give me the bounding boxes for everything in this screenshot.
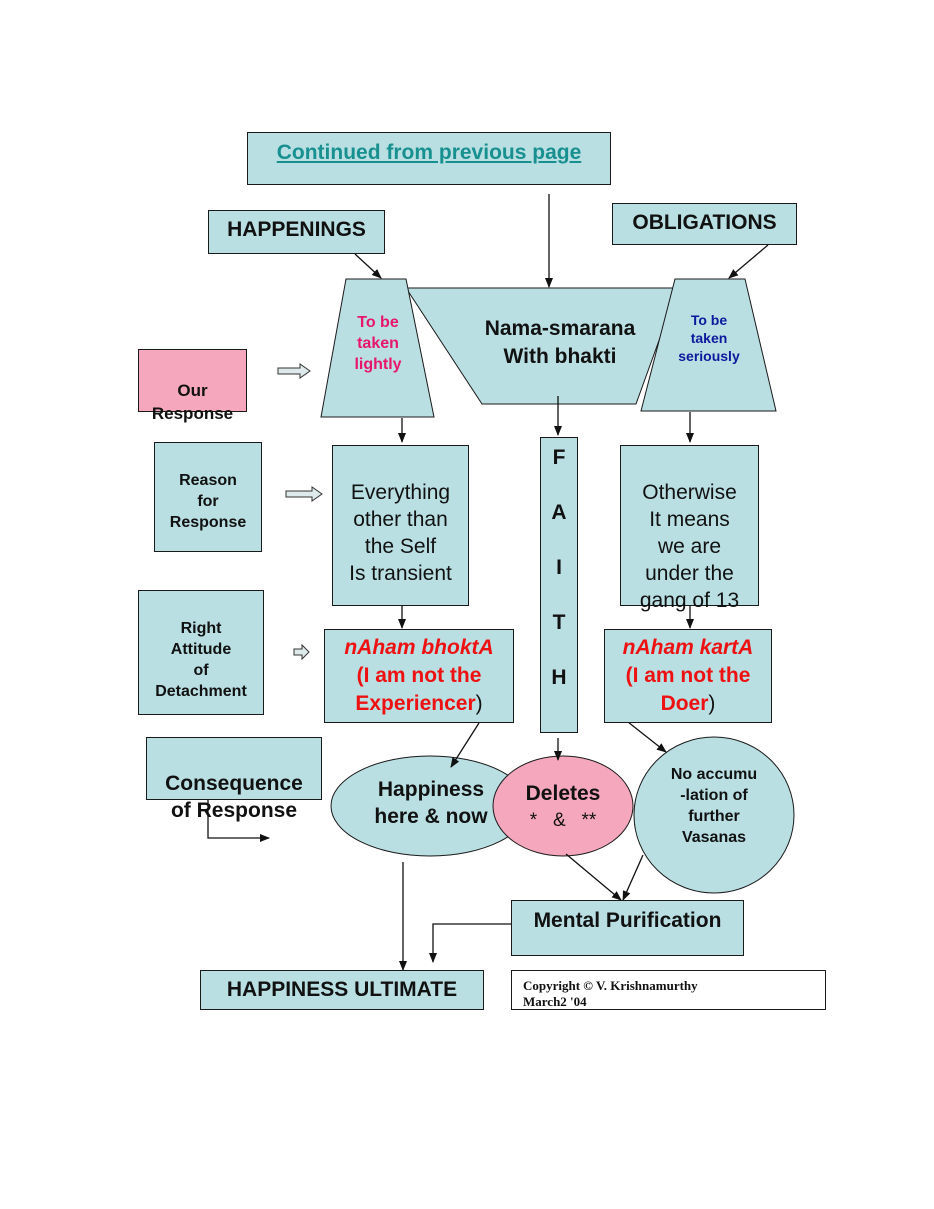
naham-bhokta-line2: (I am not the <box>356 664 482 687</box>
our-response-box: Our Response <box>138 349 247 423</box>
happiness-ultimate-box: HAPPINESS ULTIMATE <box>200 970 484 1010</box>
happiness-ultimate-label: HAPPINESS ULTIMATE <box>226 978 458 1001</box>
arrow-no-accumulation-to-purification <box>622 854 644 901</box>
reason-for-response-label: Reason for Response <box>169 472 247 531</box>
faith-letter-h: H <box>551 666 567 689</box>
naham-karta-doer: Doer <box>660 692 709 715</box>
happenings-box: HAPPENINGS <box>208 210 385 254</box>
copyright-line1: Copyright © V. Krishnamurthy <box>523 978 698 993</box>
mental-purification-label: Mental Purification <box>533 909 722 932</box>
arrow-happenings-to-lightly <box>354 253 382 279</box>
deletes-symbols: * & ** <box>529 810 597 831</box>
deletes-label: Deletes <box>525 782 601 805</box>
faith-letter-a: A <box>551 501 567 524</box>
block-arrow-attitude <box>293 643 310 661</box>
continued-from-previous-page-link[interactable]: Continued from previous page <box>276 141 582 164</box>
continued-box: Continued from previous page <box>247 132 611 185</box>
arrow-bhokta-to-happiness <box>450 722 480 768</box>
copyright-line2: March2 '04 <box>523 994 587 1009</box>
copyright-box: Copyright © V. Krishnamurthy March2 '04 <box>511 970 826 1010</box>
no-accumulation-label: No accumu -lation of further Vasanas <box>670 766 758 846</box>
taken-seriously-shape <box>640 278 777 412</box>
taken-seriously-label: To be taken seriously <box>678 312 740 364</box>
reason-for-response-box: Reason for Response <box>154 442 262 552</box>
arrow-consequence-label <box>207 800 270 842</box>
consequence-label: Consequence of Response <box>165 772 303 822</box>
faith-letter-t: T <box>552 611 566 634</box>
no-accumulation-shape <box>633 736 795 894</box>
naham-bhokta-close-paren: ) <box>475 692 483 715</box>
naham-bhokta-experiencer: Experiencer <box>355 692 476 715</box>
naham-karta-box: nAham kartA (I am not the Doer) <box>604 629 772 723</box>
nama-smarana-shape <box>405 287 679 405</box>
obligations-box: OBLIGATIONS <box>612 203 797 245</box>
transient-text: Everything other than the Self Is transi… <box>349 481 452 585</box>
right-attitude-box: Right Attitude of Detachment <box>138 590 264 715</box>
nama-smarana-label: Nama-smarana With bhakti <box>484 317 636 368</box>
gang-of-13-box: Otherwise It means we are under the gang… <box>620 445 759 612</box>
block-arrow-reason <box>285 486 323 502</box>
our-response-label: Our Response <box>151 381 234 423</box>
happiness-here-now-label: Happiness here & now <box>374 778 488 828</box>
faith-letter-f: F <box>552 446 566 469</box>
deletes-shape <box>492 755 634 857</box>
taken-lightly-label: To be taken lightly <box>354 314 402 373</box>
arrow-obligations-to-seriously <box>728 244 769 279</box>
transient-box: Everything other than the Self Is transi… <box>332 445 469 606</box>
naham-bhokta-box: nAham bhoktA (I am not the Experiencer) <box>324 629 514 723</box>
arrow-purification-to-ultimate <box>429 923 511 963</box>
arrow-karta-to-no-accumulation <box>627 721 667 753</box>
mental-purification-box: Mental Purification <box>511 900 744 956</box>
naham-bhokta-title: nAham bhoktA <box>344 636 494 659</box>
naham-karta-title: nAham kartA <box>622 636 754 659</box>
naham-karta-line2: (I am not the <box>625 664 751 687</box>
gang-of-13-text: Otherwise It means we are under the gang… <box>639 481 740 612</box>
faith-letter-i: I <box>556 556 562 579</box>
obligations-label: OBLIGATIONS <box>632 211 777 234</box>
block-arrow-our-response <box>277 363 311 379</box>
taken-lightly-shape <box>320 278 435 418</box>
right-attitude-label: Right Attitude of Detachment <box>155 620 247 700</box>
faith-column: F A I T H <box>540 437 578 733</box>
consequence-box: Consequence of Response <box>146 737 322 822</box>
happenings-label: HAPPENINGS <box>227 218 366 241</box>
arrow-deletes-to-purification <box>565 853 622 901</box>
naham-karta-close-paren: ) <box>708 692 716 715</box>
